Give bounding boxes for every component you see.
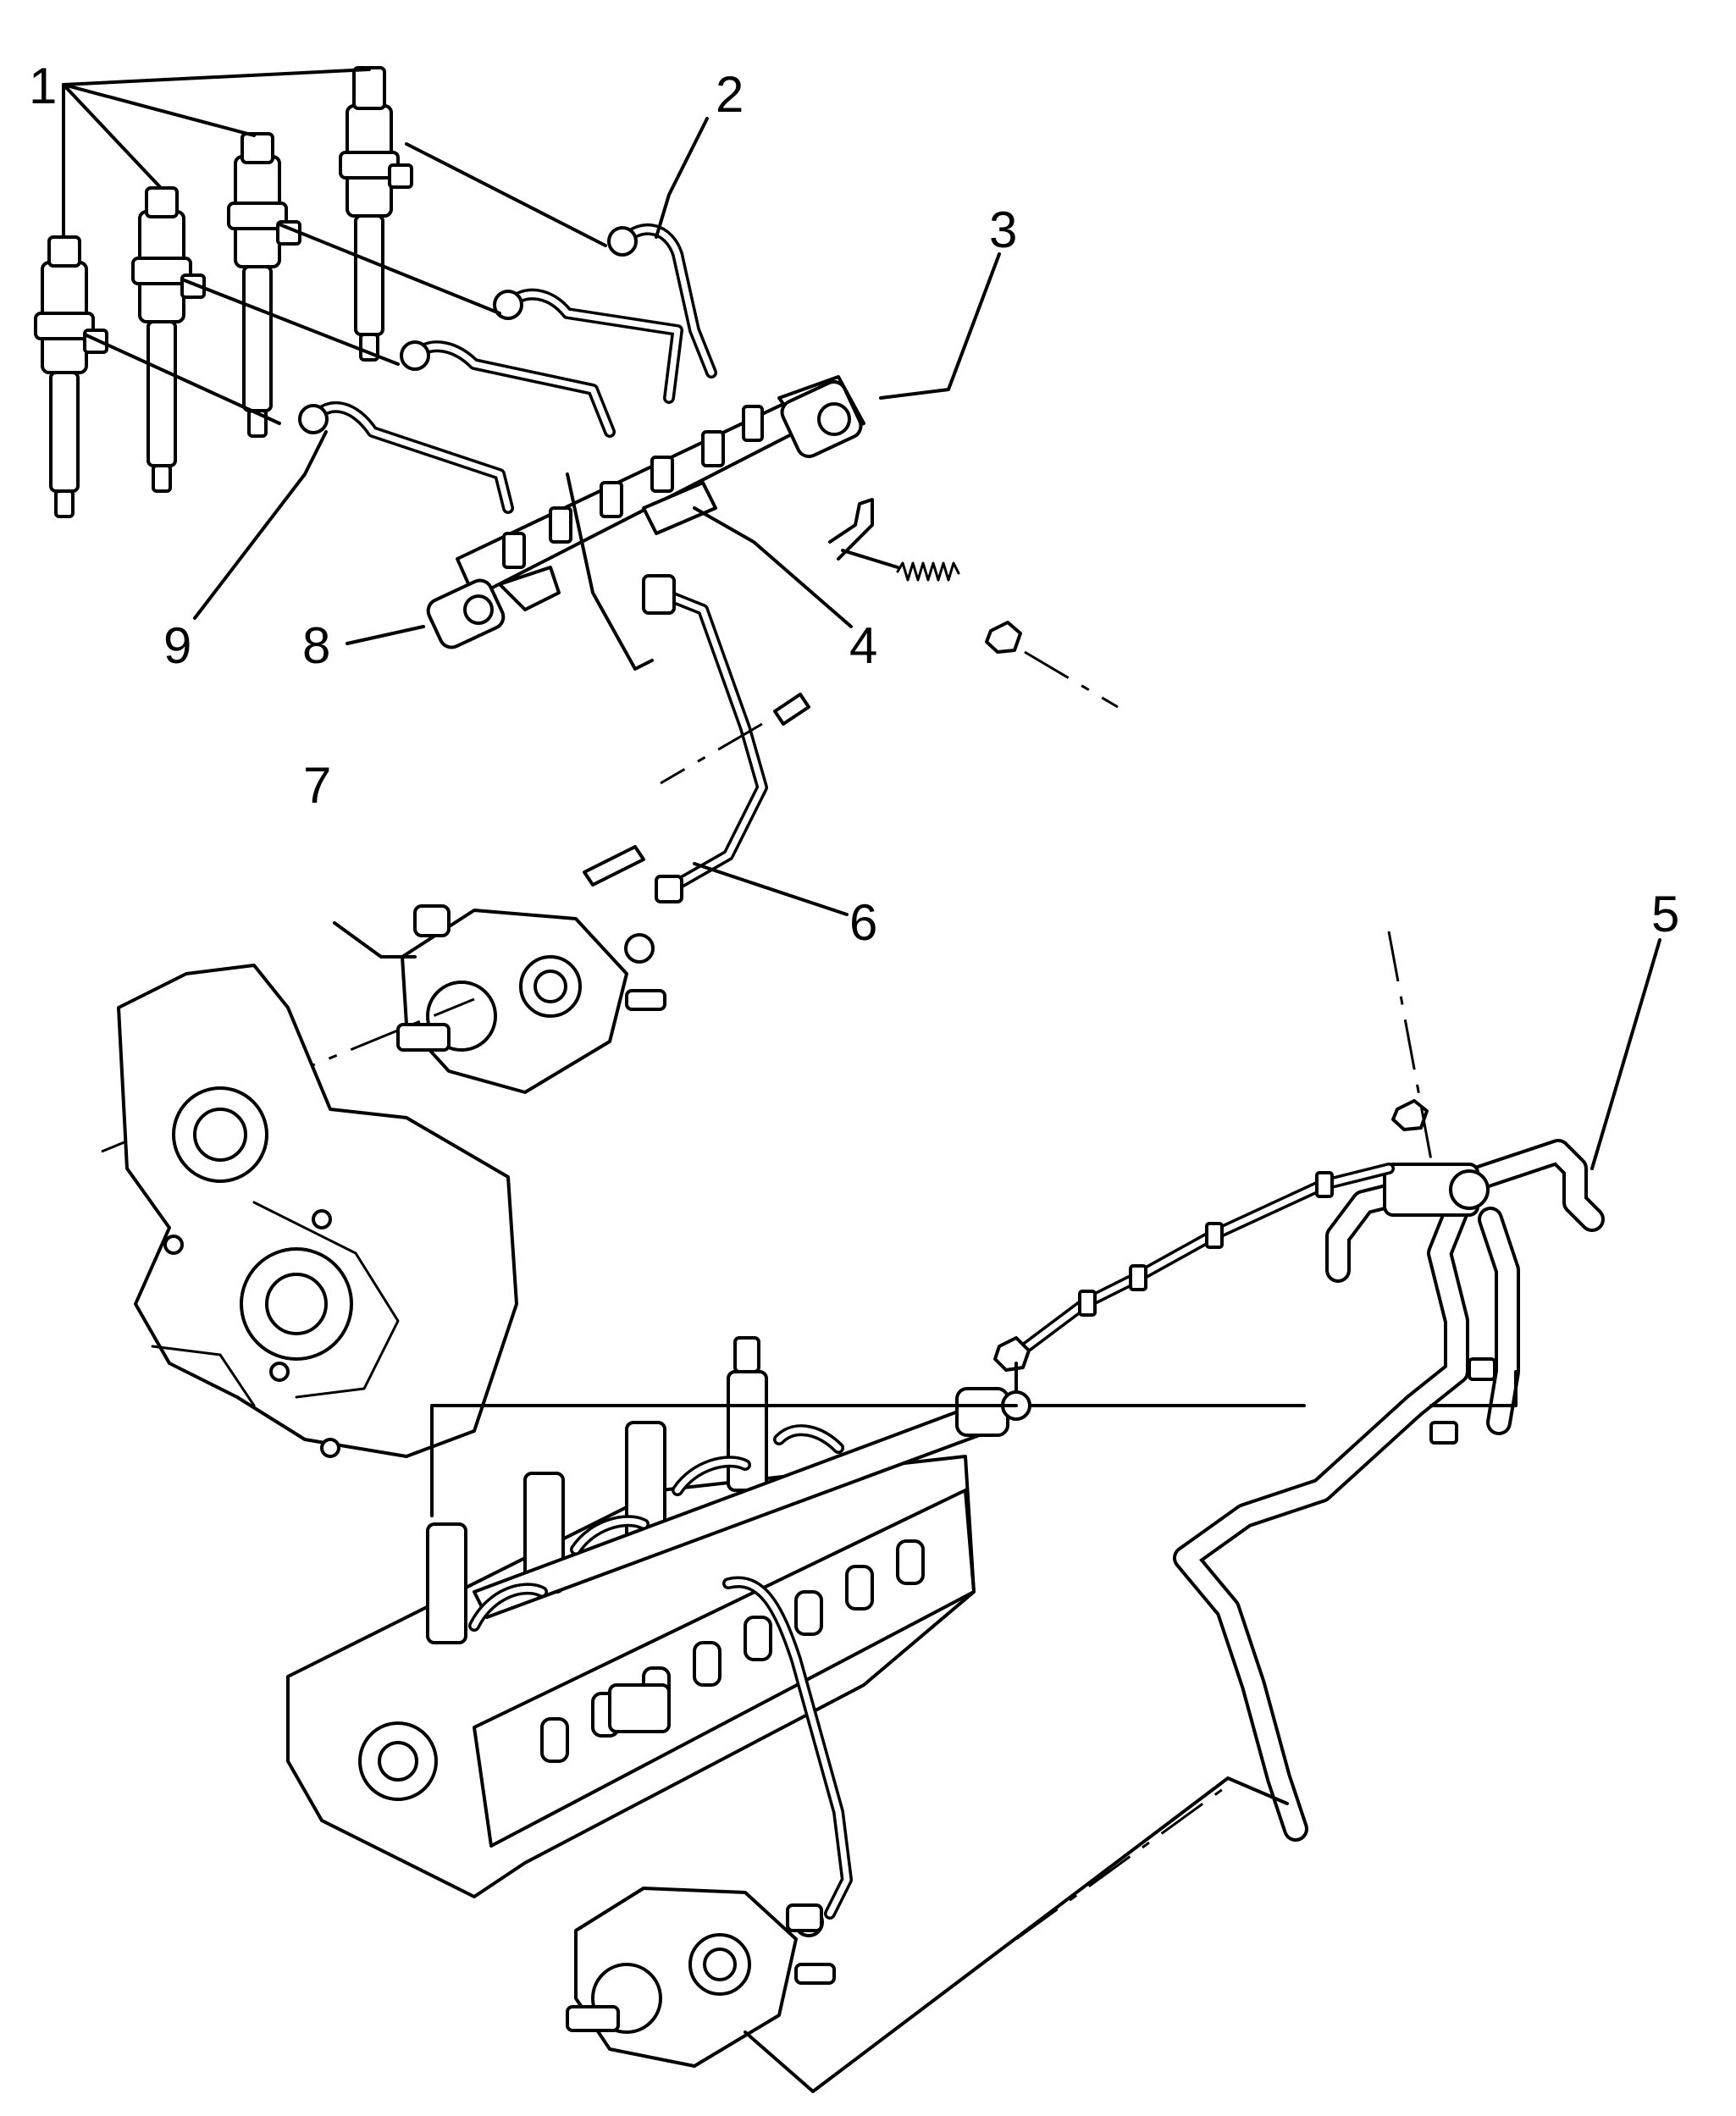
rail-pressure-sensor xyxy=(426,578,506,649)
callout-7: 7 xyxy=(303,757,331,814)
installed-pump xyxy=(566,1887,836,2068)
callout-6: 6 xyxy=(849,894,877,951)
callout-9: 9 xyxy=(163,617,191,674)
fuel-injector-3 xyxy=(227,132,301,438)
injector-pipes xyxy=(298,223,717,514)
callout-8: 8 xyxy=(302,617,330,674)
callout-1: 1 xyxy=(29,58,57,114)
fuel-injector-2 xyxy=(131,186,206,493)
pump-to-rail-pipe xyxy=(642,574,810,903)
installed-pump-feed-pipe xyxy=(722,1576,853,1920)
callout-4: 4 xyxy=(849,617,877,674)
installed-rail xyxy=(468,1387,1031,1632)
rail-fittings xyxy=(502,405,764,569)
rail-bracket xyxy=(828,498,1119,709)
fuel-injector-1 xyxy=(34,235,108,518)
engine-front-cover xyxy=(117,964,518,1458)
cylinder-head-assembly xyxy=(286,1455,976,1898)
fuel-injector-4 xyxy=(339,66,413,362)
callout-5: 5 xyxy=(1651,886,1679,942)
pressure-regulator xyxy=(780,379,863,459)
fuel-return-hose xyxy=(993,931,1605,1842)
callout-2: 2 xyxy=(716,66,744,123)
callout-3: 3 xyxy=(989,202,1017,258)
